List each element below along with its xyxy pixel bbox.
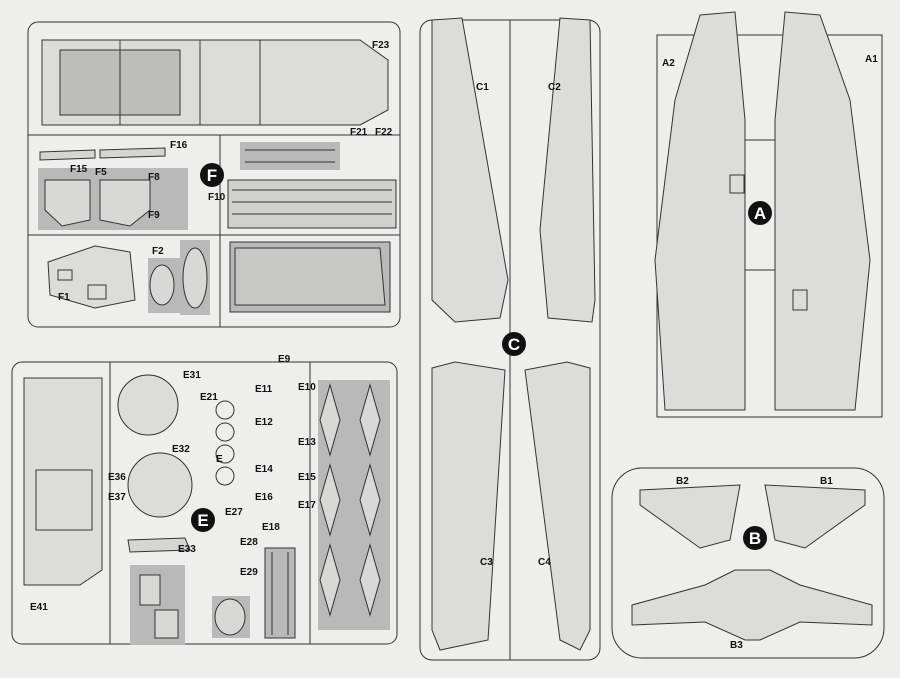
label-e28: E28: [240, 537, 258, 548]
badge-c-label: C: [508, 335, 520, 354]
label-a2: A2: [662, 58, 675, 69]
label-f5: F5: [95, 167, 107, 178]
part-labels: F1 F2 F5 F8 F9 F10 F15 F16 F21 F22 F23 E…: [30, 40, 878, 651]
label-f1: F1: [58, 292, 70, 303]
label-b1: B1: [820, 476, 833, 487]
sprue-b: [611, 467, 885, 659]
part-c4: [524, 361, 591, 651]
part-b3: [631, 569, 873, 641]
part-a1: [774, 11, 871, 411]
badge-c: [502, 332, 526, 356]
label-e10: E10: [298, 382, 316, 393]
label-e31: E31: [183, 370, 201, 381]
badge-a-label: A: [754, 204, 766, 223]
label-c2: C2: [548, 82, 561, 93]
badge-b: [743, 526, 767, 550]
label-e32: E32: [172, 444, 190, 455]
sprue-f-frame: [27, 21, 401, 328]
label-e36: E36: [108, 472, 126, 483]
label-f15: F15: [70, 164, 88, 175]
label-e14: E14: [255, 464, 273, 475]
label-b2: B2: [676, 476, 689, 487]
label-f22: F22: [375, 127, 393, 138]
label-e29: E29: [240, 567, 258, 578]
sprue-e-frame: [11, 361, 398, 645]
sprue-a-frame: [656, 34, 883, 418]
part-b1: [764, 484, 866, 549]
label-e-mark: E: [216, 454, 223, 465]
label-f10: F10: [208, 192, 226, 203]
label-e15: E15: [298, 472, 316, 483]
badge-f: [200, 163, 224, 187]
label-c3: C3: [480, 557, 493, 568]
badge-f-label: F: [207, 166, 217, 185]
label-e9: E9: [278, 354, 291, 365]
label-a1: A1: [865, 54, 878, 65]
label-c4: C4: [538, 557, 551, 568]
sprue-c: [419, 17, 601, 661]
label-f16: F16: [170, 140, 188, 151]
badge-a: [748, 201, 772, 225]
badge-b-label: B: [749, 529, 761, 548]
label-f23: F23: [372, 40, 390, 51]
label-e13: E13: [298, 437, 316, 448]
sprue-b-frame: [611, 467, 885, 659]
part-c2: [539, 17, 596, 323]
label-e17: E17: [298, 500, 316, 511]
label-e27: E27: [225, 507, 243, 518]
label-e11: E11: [255, 384, 273, 395]
sprue-e: [11, 361, 398, 645]
label-b3: B3: [730, 640, 743, 651]
label-e37: E37: [108, 492, 126, 503]
label-f2: F2: [152, 246, 164, 257]
label-f9: F9: [148, 210, 160, 221]
label-e16: E16: [255, 492, 273, 503]
part-a2: [654, 11, 746, 411]
part-b2: [639, 484, 741, 549]
part-f1: [47, 245, 136, 309]
sprue-a: [654, 11, 883, 418]
part-e41: [23, 377, 103, 586]
sprue-f: [27, 21, 401, 328]
badge-e-label: E: [197, 511, 208, 530]
label-e33: E33: [178, 544, 196, 555]
label-c1: C1: [476, 82, 489, 93]
label-e41: E41: [30, 602, 48, 613]
label-e12: E12: [255, 417, 273, 428]
sprue-badges: F E C A B: [191, 163, 772, 550]
part-c1: [431, 17, 509, 323]
part-c3: [431, 361, 506, 651]
label-e18: E18: [262, 522, 280, 533]
label-e21: E21: [200, 392, 218, 403]
label-f21: F21: [350, 127, 368, 138]
label-f8: F8: [148, 172, 160, 183]
badge-e: [191, 508, 215, 532]
